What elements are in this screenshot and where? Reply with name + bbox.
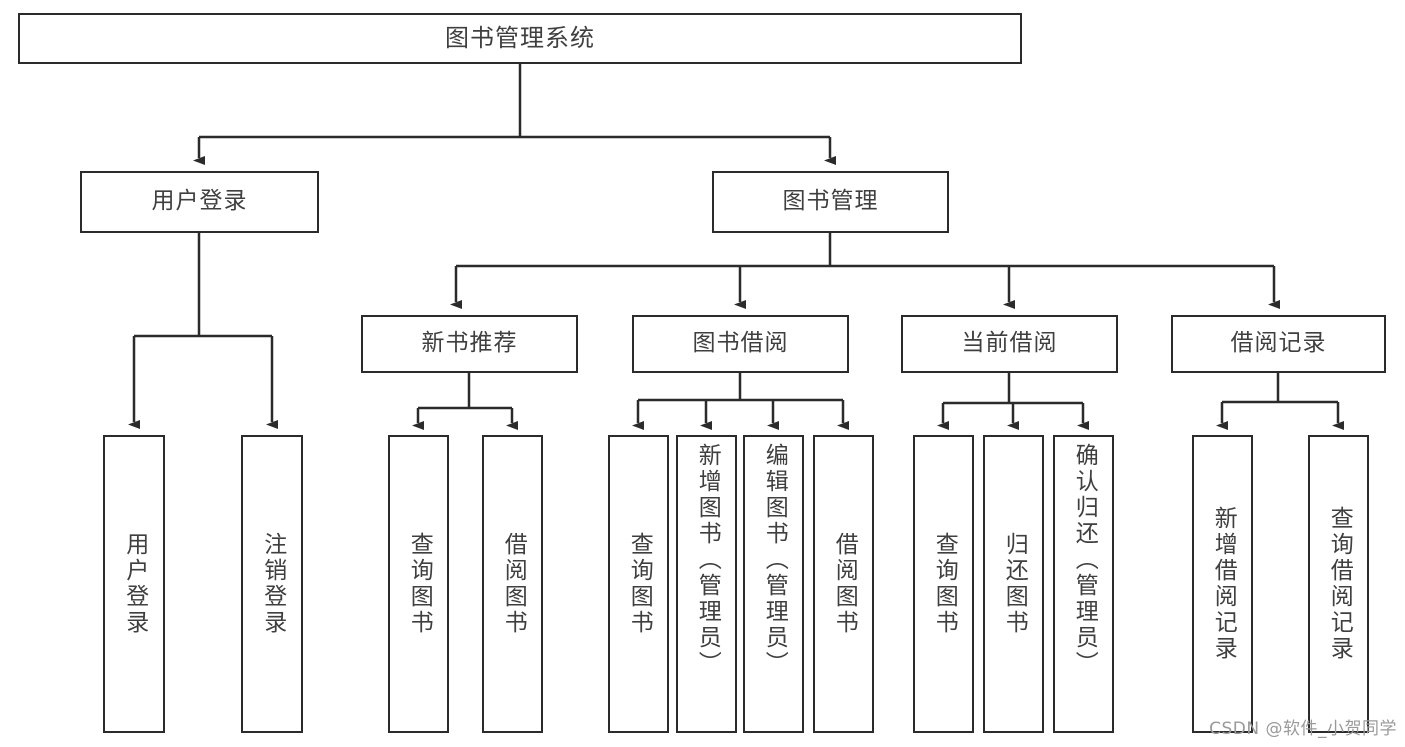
node-book-borrow[interactable]: 图书借阅 xyxy=(632,315,849,373)
node-leaf-add-book-admin[interactable]: 新增图书（管理员） xyxy=(676,435,737,733)
node-leaf-confirm-return-admin-label: 确认归还（管理员） xyxy=(1071,443,1098,677)
node-leaf-query-book-1-label: 查询图书 xyxy=(406,532,433,636)
node-current-borrow-label: 当前借阅 xyxy=(961,330,1058,357)
node-leaf-logout-login-label: 注销登录 xyxy=(259,532,286,636)
node-book-manage[interactable]: 图书管理 xyxy=(712,171,949,233)
node-leaf-return-book-label: 归还图书 xyxy=(1001,532,1028,636)
node-root-label: 图书管理系统 xyxy=(445,24,595,53)
node-leaf-add-book-admin-label: 新增图书（管理员） xyxy=(694,443,721,677)
node-leaf-query-book-2[interactable]: 查询图书 xyxy=(608,435,669,733)
node-leaf-query-borrow-record-label: 查询借阅记录 xyxy=(1326,506,1353,662)
node-leaf-query-borrow-record[interactable]: 查询借阅记录 xyxy=(1308,435,1369,733)
node-leaf-logout-login[interactable]: 注销登录 xyxy=(241,435,303,733)
node-leaf-edit-book-admin-label: 编辑图书（管理员） xyxy=(761,443,788,677)
node-leaf-edit-book-admin[interactable]: 编辑图书（管理员） xyxy=(743,435,804,733)
node-leaf-query-book-2-label: 查询图书 xyxy=(626,532,653,636)
node-root[interactable]: 图书管理系统 xyxy=(18,13,1022,64)
node-new-book-recommend-label: 新书推荐 xyxy=(421,330,518,357)
node-leaf-confirm-return-admin[interactable]: 确认归还（管理员） xyxy=(1053,435,1114,733)
node-user-login-label: 用户登录 xyxy=(151,188,248,215)
node-leaf-query-book-1[interactable]: 查询图书 xyxy=(388,435,449,733)
node-leaf-return-book[interactable]: 归还图书 xyxy=(983,435,1044,733)
node-leaf-borrow-book-1-label: 借阅图书 xyxy=(500,532,527,636)
node-book-borrow-label: 图书借阅 xyxy=(692,330,789,357)
node-new-book-recommend[interactable]: 新书推荐 xyxy=(361,315,578,373)
node-leaf-query-book-3[interactable]: 查询图书 xyxy=(913,435,974,733)
node-leaf-borrow-book-2[interactable]: 借阅图书 xyxy=(813,435,874,733)
node-leaf-add-borrow-record-label: 新增借阅记录 xyxy=(1210,506,1237,662)
node-leaf-query-book-3-label: 查询图书 xyxy=(931,532,958,636)
node-leaf-user-login-label: 用户登录 xyxy=(121,532,148,636)
node-borrow-record[interactable]: 借阅记录 xyxy=(1171,315,1386,373)
csdn-watermark: CSDN @软件_小贺同学 xyxy=(1209,719,1397,739)
node-leaf-user-login[interactable]: 用户登录 xyxy=(103,435,165,733)
node-user-login[interactable]: 用户登录 xyxy=(80,171,319,233)
node-leaf-borrow-book-1[interactable]: 借阅图书 xyxy=(482,435,543,733)
node-book-manage-label: 图书管理 xyxy=(782,188,879,215)
node-borrow-record-label: 借阅记录 xyxy=(1230,330,1327,357)
node-leaf-borrow-book-2-label: 借阅图书 xyxy=(831,532,858,636)
node-leaf-add-borrow-record[interactable]: 新增借阅记录 xyxy=(1192,435,1253,733)
node-current-borrow[interactable]: 当前借阅 xyxy=(901,315,1118,373)
